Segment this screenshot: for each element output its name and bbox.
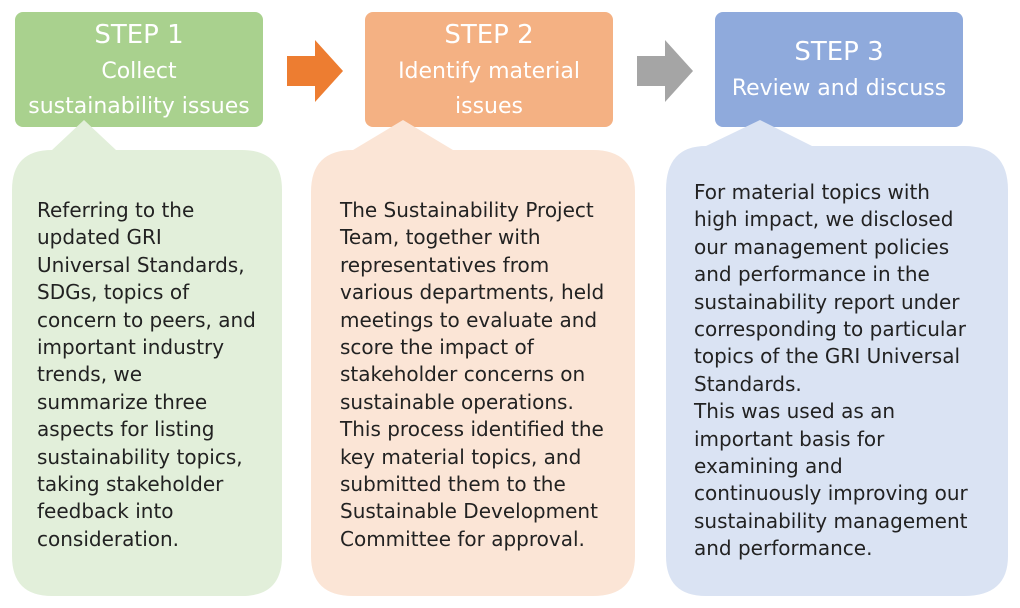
step-1-description-bubble: Referring to the updated GRI Universal S… xyxy=(8,120,286,600)
step-2-description: The Sustainability Project Team, togethe… xyxy=(340,198,605,551)
step-2-title-line1: Identify material xyxy=(398,58,580,84)
step-3-header: STEP 3 Review and discuss xyxy=(715,12,963,127)
step-3-description-bubble: For material topics with high impact, we… xyxy=(662,120,1012,600)
right-arrow-icon xyxy=(637,40,693,102)
step-2-label: STEP 2 xyxy=(444,19,534,50)
right-arrow-icon xyxy=(287,40,343,102)
step-1-title-line2: sustainability issues xyxy=(28,93,250,119)
step-3-label: STEP 3 xyxy=(794,37,884,67)
step-1-header: STEP 1 Collect sustainability issues xyxy=(15,12,263,127)
step-2-title-line2: issues xyxy=(455,93,523,119)
step-1-title-line1: Collect xyxy=(101,58,177,84)
step-3-title-line1: Review and discuss xyxy=(731,76,947,101)
step-2-description-bubble: The Sustainability Project Team, togethe… xyxy=(307,120,639,600)
step-2-header: STEP 2 Identify material issues xyxy=(365,12,613,127)
step-1-description: Referring to the updated GRI Universal S… xyxy=(37,198,256,551)
step-1-label: STEP 1 xyxy=(94,19,184,50)
step-3-description: For material topics with high impact, we… xyxy=(694,180,968,561)
